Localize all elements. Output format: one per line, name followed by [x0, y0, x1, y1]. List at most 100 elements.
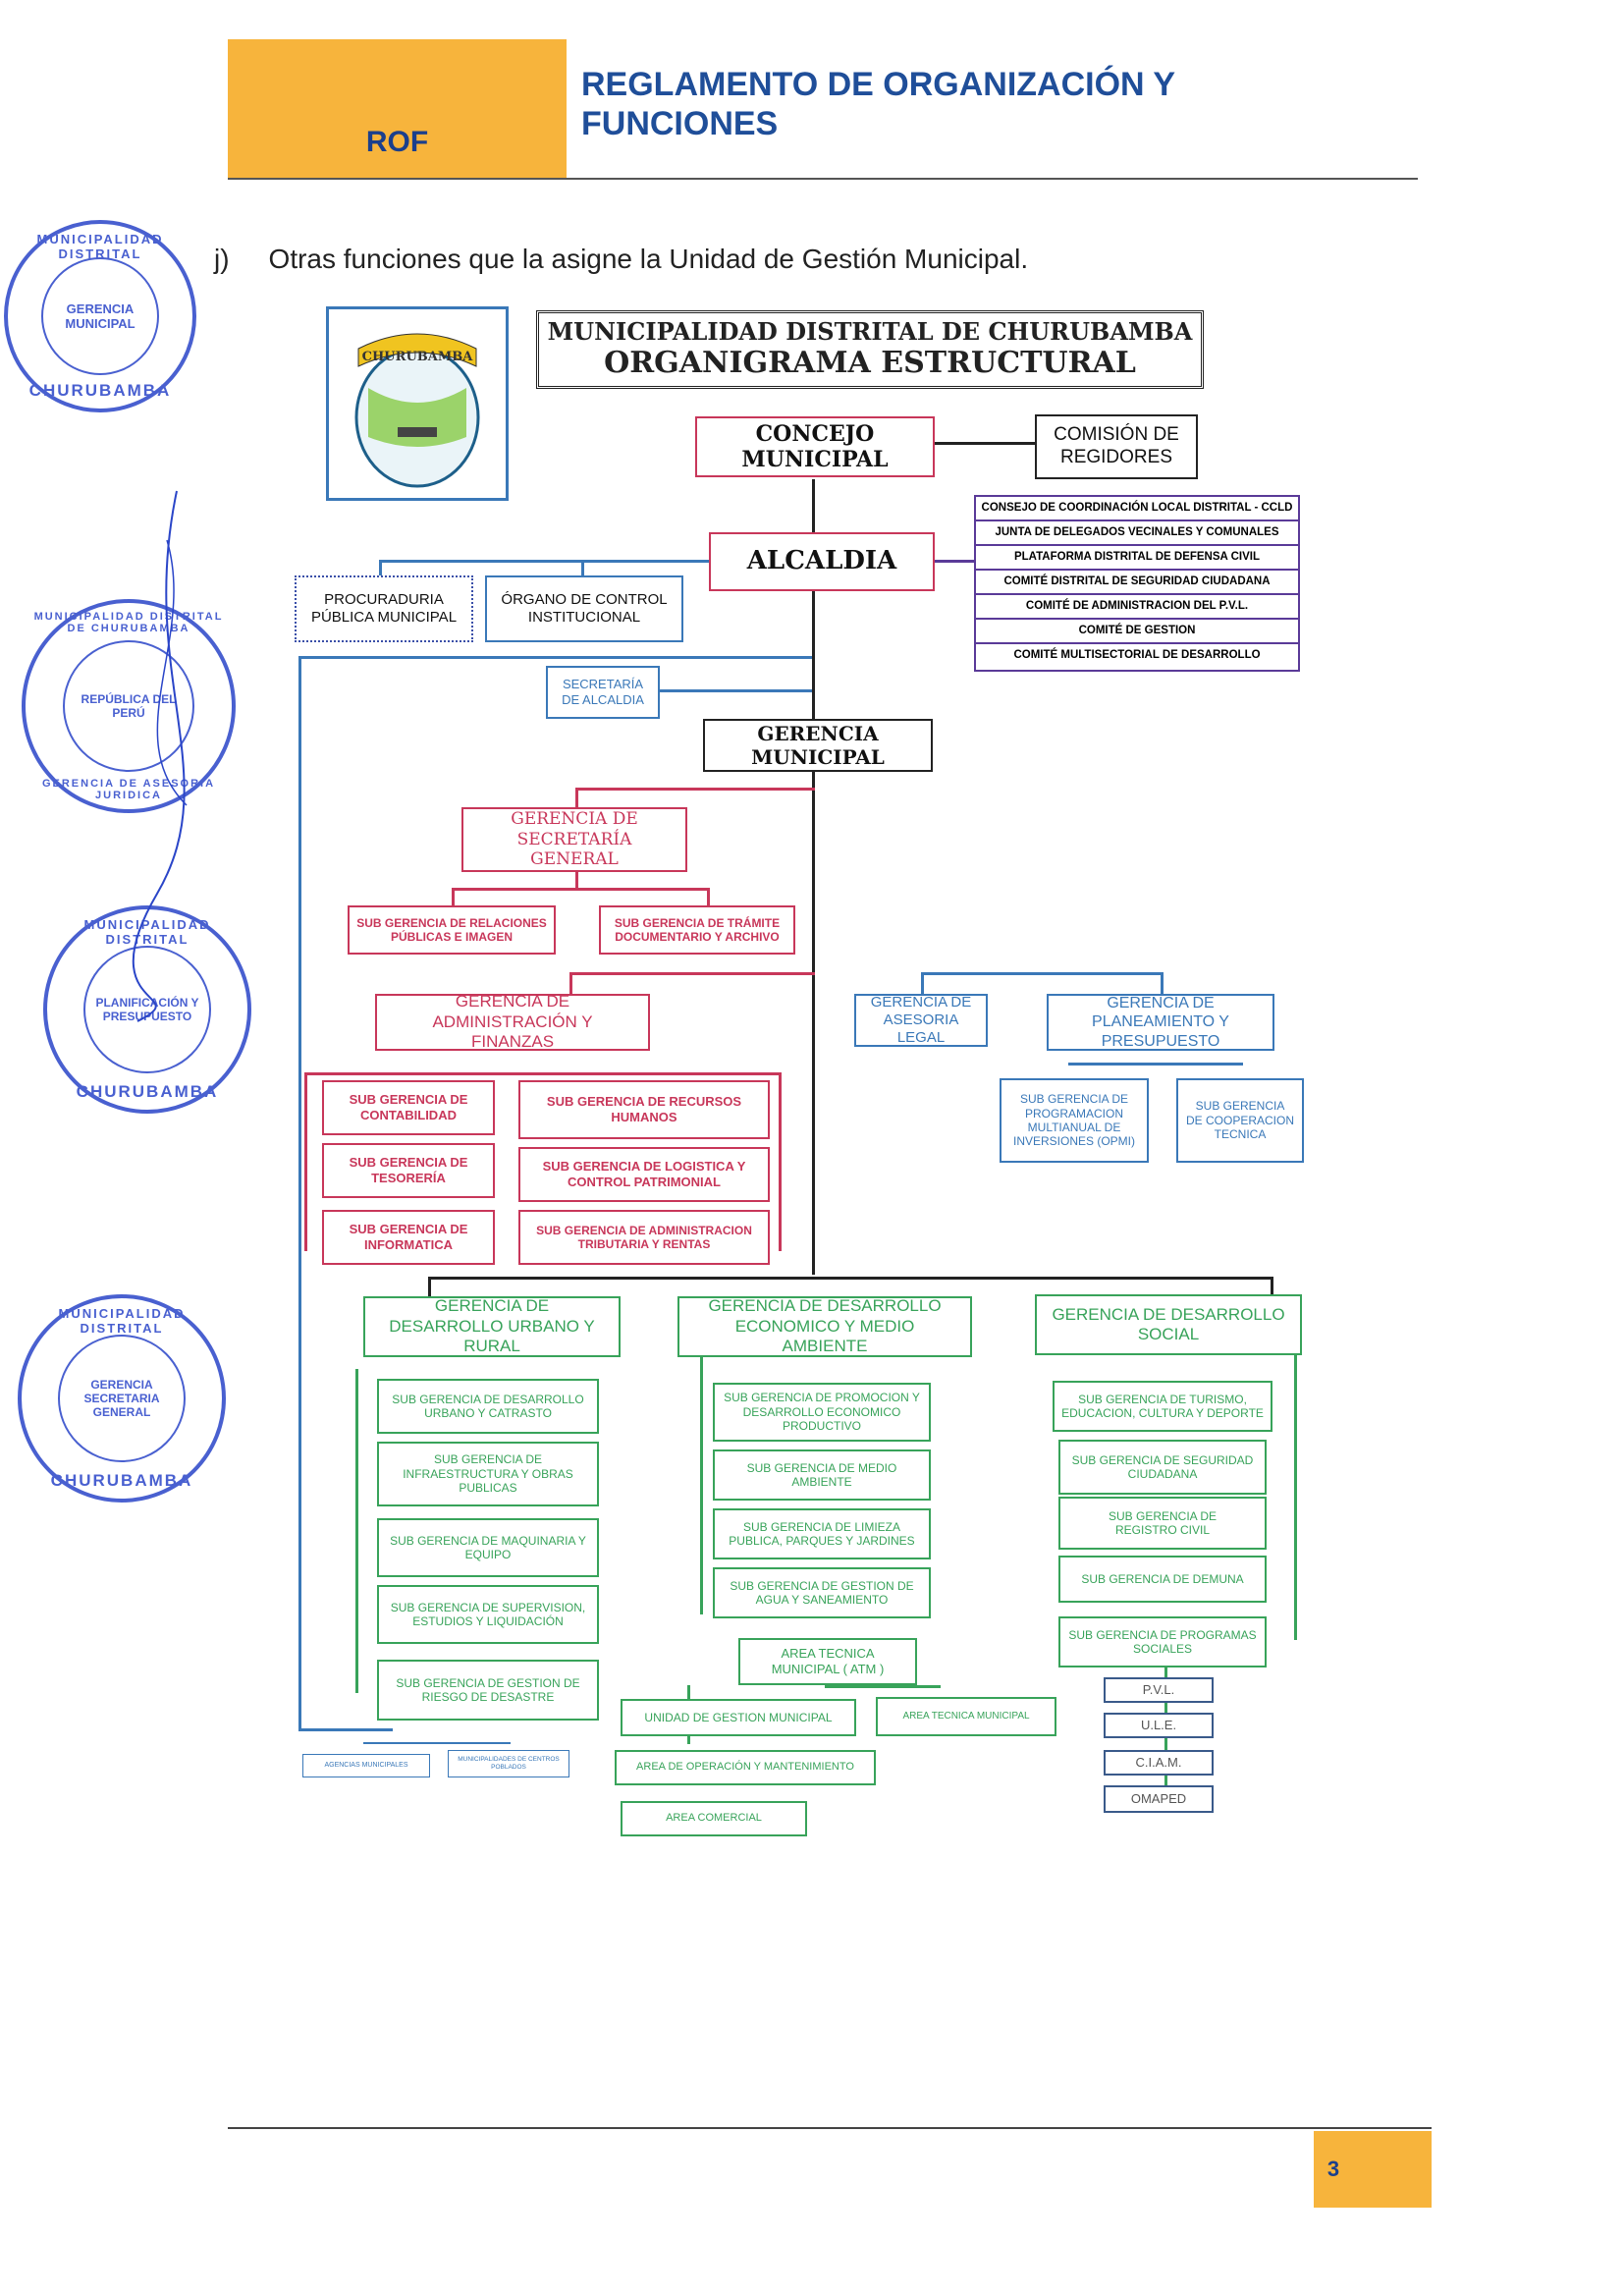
line-concejo-comision [934, 442, 1036, 445]
line-bottom-small [363, 1742, 511, 1744]
stamp-center-text: GERENCIA SECRETARIA GENERAL [83, 1378, 160, 1419]
line-adm-right [779, 1072, 782, 1251]
line-asesoria [921, 972, 924, 1000]
municipal-logo: CHURUBAMBA [326, 306, 509, 501]
stamp-rim-text: MUNICIPALIDAD DISTRITAL [36, 232, 164, 261]
gerencia-administracion-finanzas: GERENCIA DE ADMINISTRACIÓN Y FINANZAS [375, 992, 650, 1051]
unit-pvl: P.V.L. [1104, 1677, 1214, 1703]
sub-gerencia-tesoreria: SUB GERENCIA DE TESORERÍA [322, 1143, 495, 1198]
line-social-subs [1294, 1355, 1297, 1640]
gerencia-desarrollo-urbano-rural: GERENCIA DE DESARROLLO URBANO Y RURAL [363, 1296, 621, 1357]
consultivo-item: COMITÉ DE GESTION [976, 620, 1298, 644]
line-plan-subs [1068, 1063, 1243, 1066]
sub-gerencia-demuna: SUB GERENCIA DE DEMUNA [1058, 1556, 1267, 1603]
line-sg-mid [575, 864, 578, 890]
stamp-rim-text: MUNICIPALIDAD DISTRITAL DE CHURUBAMBA [33, 611, 224, 634]
line-economico-subs [700, 1357, 703, 1614]
unit-ule: U.L.E. [1104, 1713, 1214, 1738]
sub-gerencia-contabilidad: SUB GERENCIA DE CONTABILIDAD [322, 1080, 495, 1135]
procuraduria-publica: PROCURADURIA PÚBLICA MUNICIPAL [295, 575, 473, 642]
sub-gerencia-limpieza-publica: SUB GERENCIA DE LIMIEZA PUBLICA, PARQUES… [713, 1508, 931, 1559]
stamp-center-text: GERENCIA MUNICIPAL [65, 301, 135, 331]
consultivos-list: CONSEJO DE COORDINACIÓN LOCAL DISTRITAL … [974, 495, 1300, 672]
sub-gerencia-medio-ambiente: SUB GERENCIA DE MEDIO AMBIENTE [713, 1449, 931, 1501]
churubamba-shield-icon: CHURUBAMBA [354, 333, 480, 488]
line-control [581, 560, 584, 577]
stamp-center: GERENCIA SECRETARIA GENERAL [57, 1334, 187, 1463]
alcaldia: ALCALDIA [709, 532, 935, 591]
document-title: REGLAMENTO DE ORGANIZACIÓN Y FUNCIONES [581, 66, 1175, 142]
line-desarrollo [428, 1277, 1272, 1280]
unit-omaped: OMAPED [1104, 1785, 1214, 1813]
line-sg-down [575, 788, 578, 809]
organo-control-institucional: ÓRGANO DE CONTROL INSTITUCIONAL [485, 575, 683, 642]
header-divider [228, 178, 1418, 180]
line-sg-subs [452, 888, 709, 891]
chart-title-block: MUNICIPALIDAD DISTRITAL DE CHURUBAMBA OR… [536, 310, 1204, 389]
municipalidades-centros-poblados: MUNICIPALIDADES DE CENTROS POBLADOS [448, 1750, 569, 1777]
line-alcaldia-staff [379, 560, 709, 563]
unidad-gestion-municipal: UNIDAD DE GESTION MUNICIPAL [621, 1699, 856, 1736]
area-comercial: AREA COMERCIAL [621, 1801, 807, 1836]
sub-gerencia-registro-civil: SUB GERENCIA DE REGISTRO CIVIL [1058, 1497, 1267, 1550]
sub-gerencia-opmi: SUB GERENCIA DE PROGRAMACION MULTIANUAL … [1000, 1078, 1149, 1163]
chart-title-line1: MUNICIPALIDAD DISTRITAL DE CHURUBAMBA [547, 316, 1193, 346]
handwritten-signature [132, 490, 188, 1022]
agencias-municipales: AGENCIAS MUNICIPALES [302, 1754, 430, 1777]
line-secretaria-general [575, 788, 815, 791]
consultivo-item: PLATAFORMA DISTRITAL DE DEFENSA CIVIL [976, 546, 1298, 571]
unit-ciam: C.I.A.M. [1104, 1750, 1214, 1776]
page-number: 3 [1326, 2157, 1340, 2181]
consultivo-item: COMITÉ MULTISECTORIAL DE DESARROLLO [976, 644, 1298, 668]
sub-gerencia-turismo-educacion: SUB GERENCIA DE TURISMO, EDUCACION, CULT… [1053, 1381, 1272, 1432]
stamp-rim-text: MUNICIPALIDAD DISTRITAL [83, 917, 211, 947]
stamp-rim-text: CHURUBAMBA [28, 381, 172, 400]
consultivo-item: JUNTA DE DELEGADOS VECINALES Y COMUNALES [976, 521, 1298, 546]
sub-gerencia-cooperacion-tecnica: SUB GERENCIA DE COOPERACION TECNICA [1176, 1078, 1304, 1163]
line-asesoria-planeamiento [921, 972, 1163, 975]
sub-gerencia-administracion-tributaria: SUB GERENCIA DE ADMINISTRACION TRIBUTARI… [518, 1210, 770, 1265]
line-administracion [569, 972, 815, 975]
line-adm-subs [304, 1072, 782, 1075]
stamp-center: REPÚBLICA DEL PERÚ [62, 639, 195, 773]
stamp-center: GERENCIA MUNICIPAL [40, 256, 160, 376]
stamp-secretaria-general: MUNICIPALIDAD DISTRITAL GERENCIA SECRETA… [18, 1294, 226, 1503]
area-operacion-mantenimiento: AREA DE OPERACIÓN Y MANTENIMIENTO [615, 1750, 876, 1785]
sub-gerencia-tramite-documentario: SUB GERENCIA DE TRÁMITE DOCUMENTARIO Y A… [599, 905, 795, 955]
logo-banner-text: CHURUBAMBA [362, 350, 474, 364]
header-badge: ROF [365, 126, 429, 158]
gerencia-desarrollo-economico: GERENCIA DE DESARROLLO ECONOMICO Y MEDIO… [677, 1296, 972, 1357]
sub-gerencia-seguridad-ciudadana: SUB GERENCIA DE SEGURIDAD CIUDADANA [1058, 1440, 1267, 1495]
header-badge-background [228, 39, 567, 179]
line-sg-sub-right [707, 888, 710, 909]
footer-page-box [1314, 2131, 1432, 2208]
concejo-municipal: CONCEJO MUNICIPAL [695, 416, 935, 477]
gerencia-asesoria-legal: GERENCIA DE ASESORIA LEGAL [854, 994, 988, 1047]
line-secretaria [658, 689, 812, 692]
gerencia-desarrollo-social: GERENCIA DE DESARROLLO SOCIAL [1035, 1294, 1302, 1355]
list-text: Otras funciones que la asigne la Unidad … [268, 244, 1029, 274]
gerencia-municipal: GERENCIA MUNICIPAL [703, 719, 933, 772]
sub-gerencia-programas-sociales: SUB GERENCIA DE PROGRAMAS SOCIALES [1058, 1616, 1267, 1667]
main-trunk-line [812, 479, 815, 1275]
consultivo-item: COMITÉ DISTRITAL DE SEGURIDAD CIUDADANA [976, 571, 1298, 595]
line-left-blue-top [298, 656, 812, 659]
stamp-rim-text: CHURUBAMBA [76, 1082, 219, 1101]
stamp-rim-text: MUNICIPALIDAD DISTRITAL [58, 1306, 186, 1336]
line-planeamiento [1161, 972, 1164, 1000]
line-alcaldia-consultivos [934, 560, 975, 563]
stamp-asesoria-juridica: MUNICIPALIDAD DISTRITAL DE CHURUBAMBA RE… [22, 599, 236, 813]
stamp-center-text: REPÚBLICA DEL PERÚ [81, 692, 177, 720]
stamp-rim-text: GERENCIA DE ASESORIA JURIDICA [41, 778, 216, 801]
sub-gerencia-logistica: SUB GERENCIA DE LOGISTICA Y CONTROL PATR… [518, 1147, 770, 1202]
line-social [1271, 1277, 1273, 1296]
stamp-planificacion: MUNICIPALIDAD DISTRITAL PLANIFICACIÓN Y … [43, 905, 251, 1114]
line-agencias [298, 1728, 393, 1731]
consultivo-item: CONSEJO DE COORDINACIÓN LOCAL DISTRITAL … [976, 497, 1298, 521]
secretaria-alcaldia: SECRETARÍA DE ALCALDIA [546, 666, 660, 719]
stamp-rim-text: CHURUBAMBA [50, 1471, 193, 1490]
line-sg-sub-left [452, 888, 455, 909]
gerencia-secretaria-general: GERENCIA DE SECRETARÍA GENERAL [461, 807, 687, 872]
line-adm-left [304, 1072, 307, 1251]
area-tecnica-municipal-atm: AREA TECNICA MUNICIPAL ( ATM ) [738, 1638, 917, 1685]
